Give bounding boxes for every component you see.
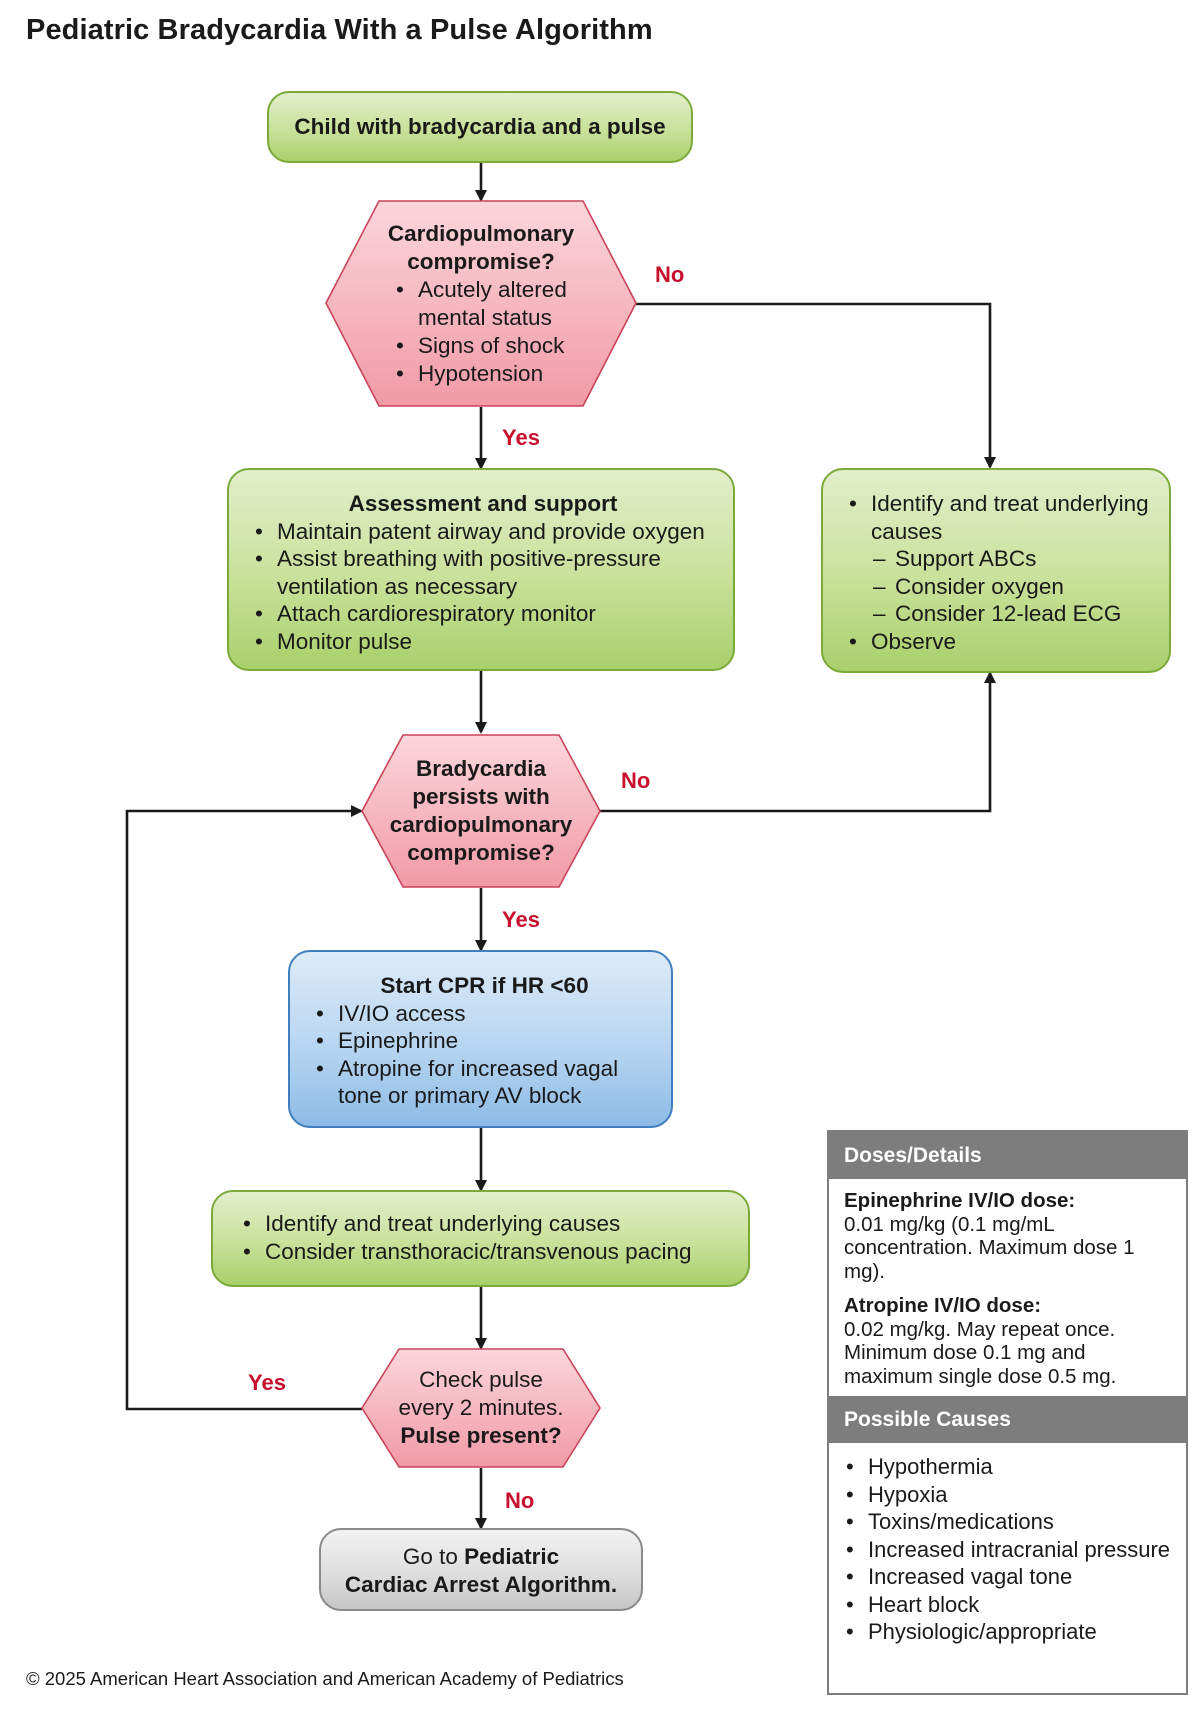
list-item: Heart block [844, 1591, 1171, 1619]
causes-list: Hypothermia Hypoxia Toxins/medications I… [844, 1453, 1171, 1646]
epinephrine-dose-text: 0.01 mg/kg (0.1 mg/mL concentration. Max… [844, 1212, 1135, 1283]
decision2-line: Bradycardia [415, 756, 547, 781]
copyright-footer: © 2025 American Heart Association and Am… [26, 1668, 624, 1689]
list-item: Epinephrine [314, 1027, 655, 1055]
arrow-decision1-no [635, 302, 996, 469]
arrow-decision3-yes-loop [125, 805, 363, 1411]
list-item: Attach cardiorespiratory monitor [253, 600, 713, 628]
list-item: Identify and treat underlying causes [241, 1210, 732, 1238]
observe-sublist: Support ABCs Consider oxygen Consider 12… [871, 545, 1153, 628]
label-yes-decision3: Yes [248, 1370, 286, 1395]
list-item: Maintain patent airway and provide oxyge… [253, 518, 713, 546]
label-no-decision3: No [505, 1488, 535, 1513]
list-item: Signs of shock [394, 332, 578, 360]
epinephrine-dose: Epinephrine IV/IO dose: 0.01 mg/kg (0.1 … [844, 1189, 1171, 1283]
decision3-line2: every 2 minutes. [398, 1395, 564, 1420]
treat-list: Identify and treat underlying causes Con… [241, 1210, 732, 1265]
atropine-dose-label: Atropine IV/IO dose: [844, 1294, 1042, 1317]
list-item: IV/IO access [314, 1000, 655, 1028]
start-box: Child with bradycardia and a pulse [267, 91, 693, 163]
decision-hexagon-shape [361, 734, 601, 888]
list-item: Atropine for increased vagal tone or pri… [314, 1055, 655, 1110]
doses-causes-panel: Doses/Details Epinephrine IV/IO dose: 0.… [827, 1130, 1188, 1695]
label-yes-decision2: Yes [502, 907, 540, 932]
list-item: Observe [847, 628, 1153, 656]
list-item: Support ABCs [871, 545, 1153, 573]
list-item: Increased intracranial pressure [844, 1536, 1171, 1564]
end-bold1: Pediatric [464, 1544, 560, 1569]
atropine-dose-text: 0.02 mg/kg. May repeat once. Minimum dos… [844, 1317, 1117, 1388]
decision-hexagon-shape [361, 1348, 601, 1468]
doses-header: Doses/Details [829, 1132, 1186, 1179]
list-item: Assist breathing with positive-pressure … [253, 545, 713, 600]
list-item: Consider 12-lead ECG [871, 600, 1153, 628]
arrow-decision2-no [598, 671, 996, 813]
end-prefix: Go to [402, 1544, 465, 1569]
observe-list: Identify and treat underlying causes Sup… [847, 490, 1153, 655]
decision1-criteria-list: Acutely altered mental status Signs of s… [394, 276, 578, 388]
decision2-line: cardiopulmonary [389, 812, 573, 837]
epinephrine-dose-label: Epinephrine IV/IO dose: [844, 1189, 1076, 1212]
cpr-title: Start CPR if HR <60 [380, 973, 589, 998]
decision3-line3: Pulse present? [400, 1423, 562, 1448]
atropine-dose: Atropine IV/IO dose: 0.02 mg/kg. May rep… [844, 1294, 1171, 1388]
decision1-title-line2: compromise? [407, 248, 555, 274]
go-to-cardiac-arrest-box: Go to Pediatric Cardiac Arrest Algorithm… [319, 1528, 643, 1611]
identify-observe-box: Identify and treat underlying causes Sup… [821, 468, 1171, 673]
list-item: Hypoxia [844, 1481, 1171, 1509]
end-bold2: Cardiac Arrest Algorithm. [344, 1571, 618, 1597]
list-item: Acutely altered mental status [394, 276, 578, 332]
assessment-title: Assessment and support [348, 491, 618, 516]
page-title: Pediatric Bradycardia With a Pulse Algor… [26, 14, 653, 46]
label-yes-decision1: Yes [502, 425, 540, 450]
list-item: Consider transthoracic/transvenous pacin… [241, 1238, 732, 1266]
list-item: Identify and treat underlying causes Sup… [847, 490, 1153, 628]
list-item: Hypotension [394, 360, 578, 388]
assessment-list: Maintain patent airway and provide oxyge… [253, 518, 713, 656]
decision2-line: persists with [412, 784, 550, 809]
decision3-line1: Check pulse [419, 1367, 543, 1392]
observe-item-identify: Identify and treat underlying causes [871, 491, 1149, 544]
list-item: Toxins/medications [844, 1508, 1171, 1536]
list-item: Increased vagal tone [844, 1563, 1171, 1591]
end-line1: Go to Pediatric [321, 1543, 641, 1571]
start-label: Child with bradycardia and a pulse [294, 114, 666, 140]
list-item: Consider oxygen [871, 573, 1153, 601]
treat-pacing-box: Identify and treat underlying causes Con… [211, 1190, 750, 1287]
list-item: Monitor pulse [253, 628, 713, 656]
doses-body: Epinephrine IV/IO dose: 0.01 mg/kg (0.1 … [829, 1179, 1186, 1388]
decision1-title-line1: Cardiopulmonary [387, 220, 575, 246]
causes-header: Possible Causes [829, 1396, 1186, 1443]
label-no-decision2: No [621, 768, 651, 793]
causes-body: Hypothermia Hypoxia Toxins/medications I… [829, 1443, 1186, 1646]
decision2-line: compromise? [407, 840, 555, 865]
list-item: Physiologic/appropriate [844, 1618, 1171, 1646]
decision-cardiopulmonary-compromise: Cardiopulmonary compromise? Acutely alte… [325, 200, 637, 407]
decision-bradycardia-persists: Bradycardia persists with cardiopulmonar… [361, 734, 601, 888]
start-cpr-box: Start CPR if HR <60 IV/IO access Epineph… [288, 950, 673, 1128]
decision-pulse-present: Check pulse every 2 minutes. Pulse prese… [361, 1348, 601, 1468]
assessment-support-box: Assessment and support Maintain patent a… [227, 468, 735, 671]
list-item: Hypothermia [844, 1453, 1171, 1481]
cpr-list: IV/IO access Epinephrine Atropine for in… [314, 1000, 655, 1110]
label-no-decision1: No [655, 262, 685, 287]
